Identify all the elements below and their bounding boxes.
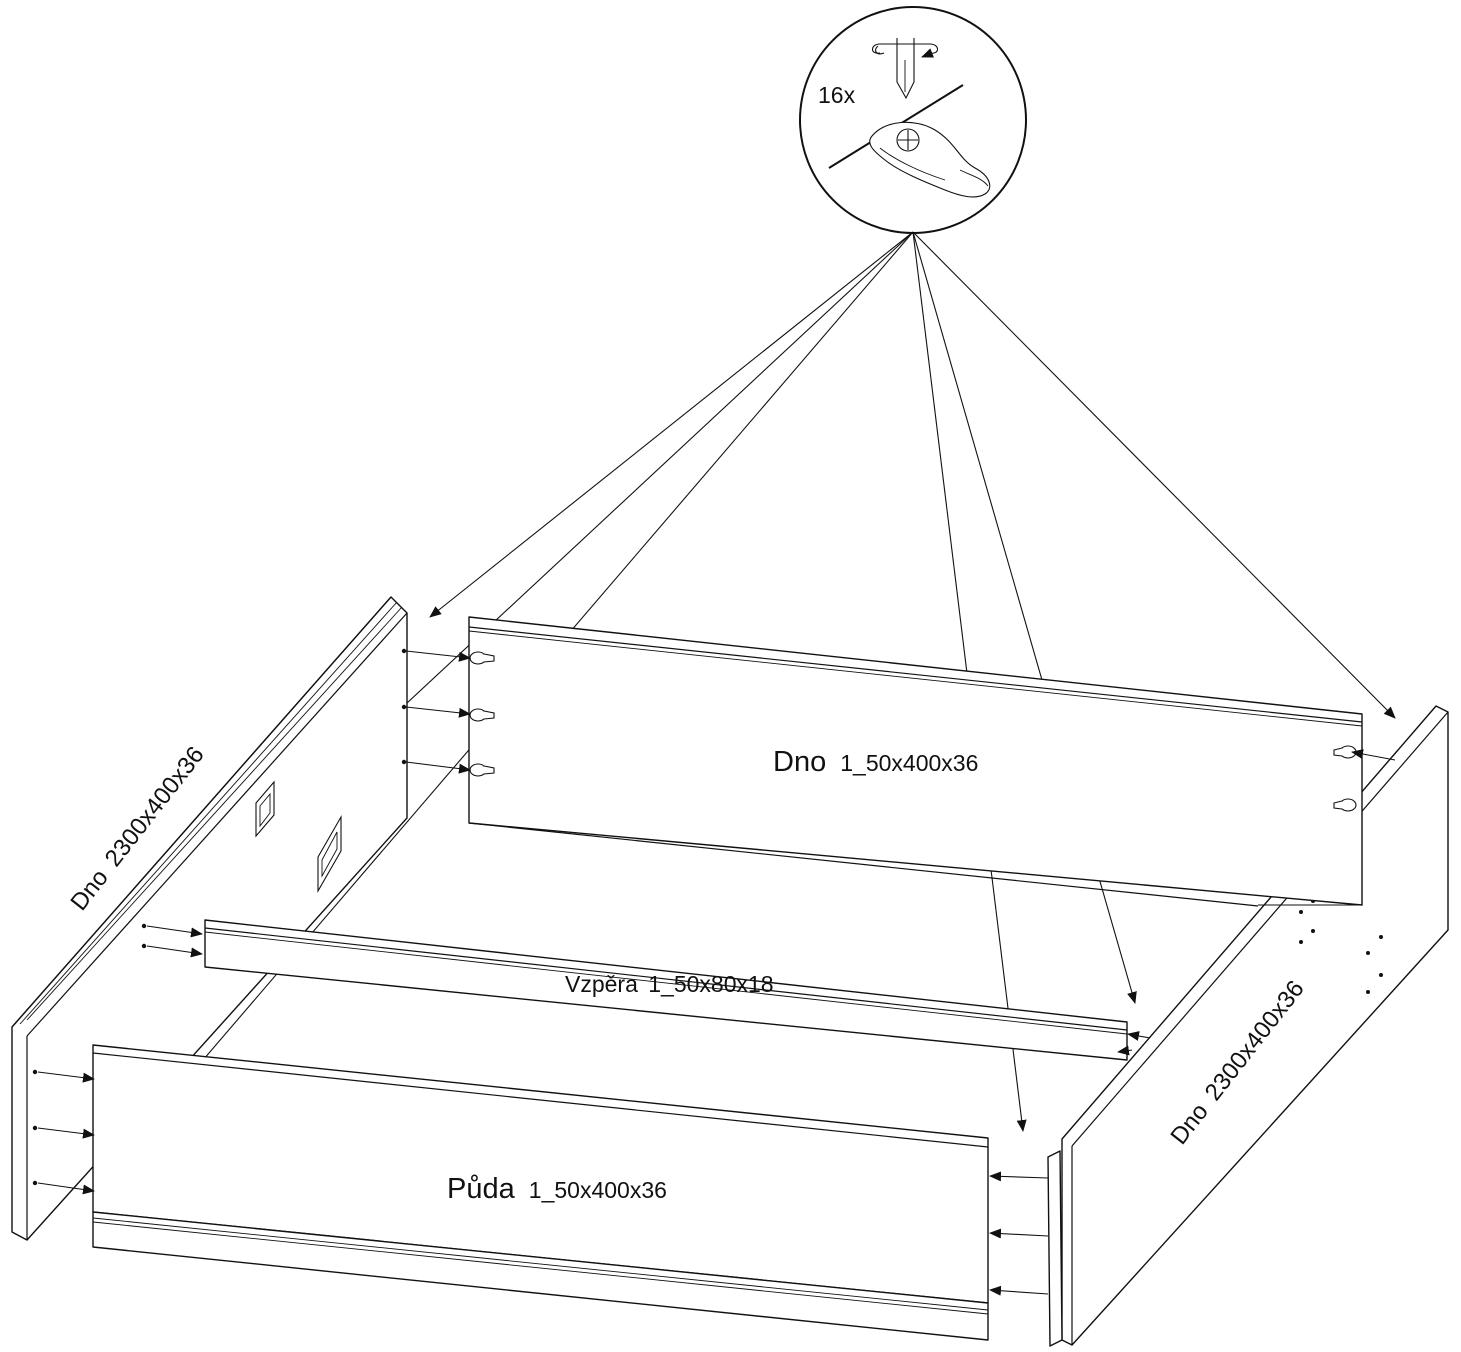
strut-name: Vzpěra [565, 971, 638, 997]
left-side-name: Dno [65, 864, 113, 915]
back-panel-size: 1_50x400x36 [840, 750, 978, 776]
back-panel: Dno 1_50x400x36 [468, 616, 1363, 907]
hinge-plates [255, 780, 342, 894]
front-panel-label: Půda 1_50x400x36 [447, 1173, 667, 1205]
front-panel: Půda 1_50x400x36 [92, 1044, 989, 1341]
cam-lock-fitting-icon [869, 121, 991, 198]
screwdriver-icon [871, 38, 939, 100]
fitting-callout: 16x [799, 6, 1027, 234]
back-panel-label: Dno 1_50x400x36 [773, 746, 978, 778]
front-panel-size: 1_50x400x36 [529, 1177, 667, 1203]
back-panel-fittings [469, 651, 1357, 812]
front-panel-name: Půda [447, 1173, 516, 1205]
quantity-label: 16x [818, 82, 856, 108]
fastener-arrows [32, 648, 1396, 1296]
back-panel-name: Dno [773, 746, 826, 778]
strut: Vzpěra 1_50x80x18 [204, 919, 1128, 1061]
strut-size: 1_50x80x18 [648, 971, 773, 997]
strut-label: Vzpěra 1_50x80x18 [565, 971, 774, 997]
